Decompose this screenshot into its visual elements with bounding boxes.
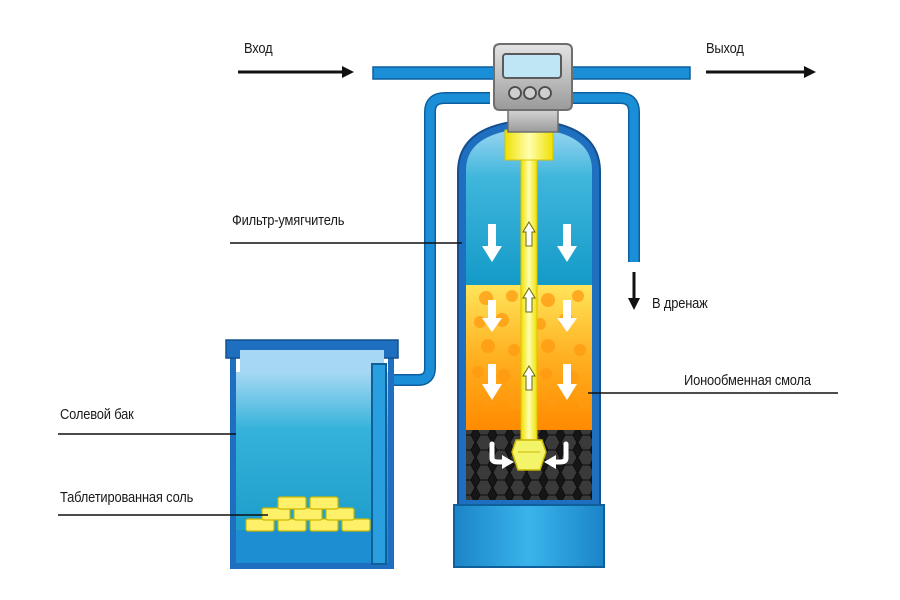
drain-arrow-icon [628,272,640,310]
leader-lines [58,242,838,516]
control-button-icon [508,86,522,100]
column-base [453,504,605,568]
outlet-arrow-icon [706,66,816,78]
salt-label: Таблетированная соль [60,489,194,506]
control-button-icon [523,86,537,100]
control-button-icon [538,86,552,100]
softener-filter-label: Фильтр-умягчитель [232,212,345,229]
tube-collector [504,129,554,161]
outlet-label: Выход [706,40,744,57]
bottom-distributor [511,439,547,471]
flow-down-arrow-icon [482,224,577,400]
controller-display [502,53,562,79]
salt-tablets [245,496,371,532]
control-valve [493,43,573,133]
resin-label: Ионообменная смола [684,372,811,389]
brine-tank [225,339,399,569]
flow-up-arrow-icon [522,221,536,391]
brine-tank-label: Солевой бак [60,406,134,423]
inlet-arrow-icon [238,66,354,78]
flow-curve-arrow-icon [489,441,569,465]
inlet-label: Вход [244,40,273,57]
drain-label: В дренаж [652,295,708,312]
